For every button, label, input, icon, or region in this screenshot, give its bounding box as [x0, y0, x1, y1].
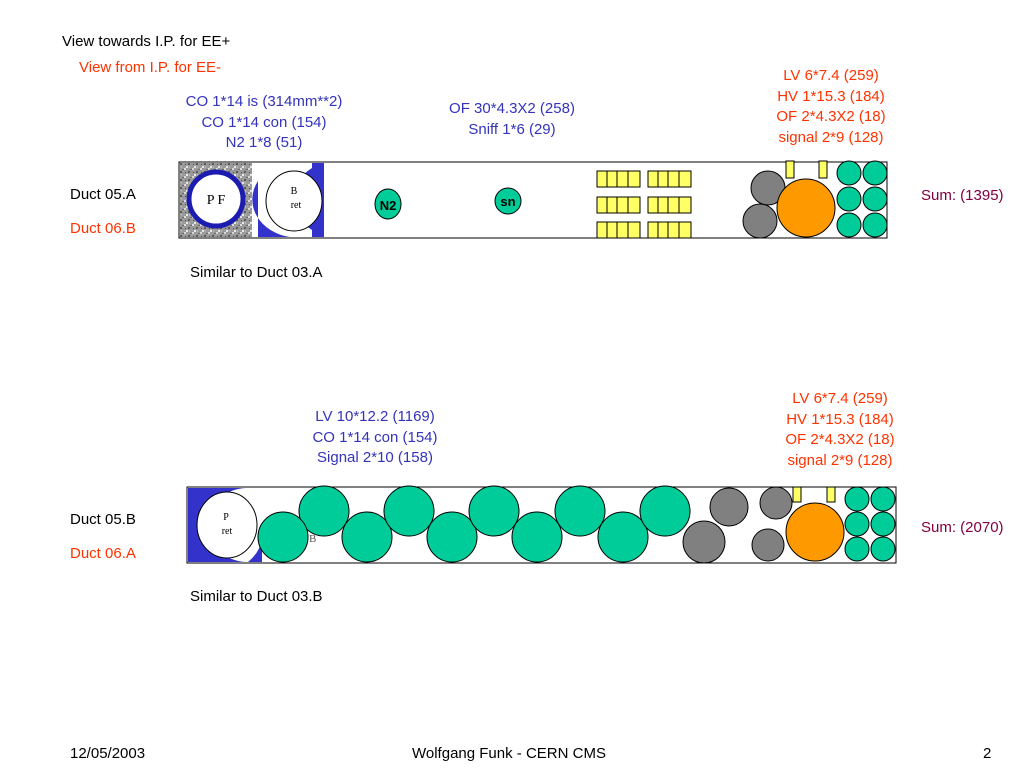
bottom-blue-line: LV 10*12.2 (1169): [315, 408, 435, 425]
pret-label-p: P: [223, 512, 229, 523]
signal-cable: [844, 536, 870, 562]
of-bundle: [596, 196, 641, 214]
pret-duct-fill-corner: [248, 540, 262, 562]
top-duct-label-1: Duct 05.A: [70, 186, 136, 203]
lv-cable: [383, 485, 435, 537]
hidden-b-label: B: [309, 533, 316, 545]
top-duct-label-2: Duct 06.B: [70, 220, 136, 237]
top-blue-line: CO 1*14 con (154): [201, 113, 327, 131]
bottom-blue-line: Signal 2*10 (158): [317, 449, 433, 466]
bottom-duct-label-1: Duct 05.B: [70, 511, 136, 528]
signal-cable: [844, 486, 870, 512]
lv-cable: [298, 485, 350, 537]
signal-cable: [862, 212, 888, 238]
bottom-red-line: HV 1*15.3 (184): [786, 410, 894, 428]
pf-pipe: [186, 169, 246, 229]
bottom-duct-label-2: Duct 06.A: [70, 545, 136, 562]
bottom-red-line: signal 2*9 (128): [787, 451, 893, 469]
of-small-yellow: [792, 486, 802, 503]
bret-pipe: [265, 170, 323, 232]
bret-label-b: B: [291, 186, 298, 197]
lv-cable: [341, 511, 393, 563]
lv-cable-orange: [776, 178, 836, 238]
top-sum: Sum: (1395): [921, 187, 1004, 204]
sniff-label: sn: [500, 194, 515, 209]
signal-cables-green: [836, 160, 888, 238]
co-cable-gray: [709, 487, 749, 527]
bret-duct-fill-left: [252, 181, 290, 237]
top-mid-annotation: OF 30*4.3X2 (258) Sniff 1*6 (29): [430, 99, 594, 140]
footer-author: Wolfgang Funk - CERN CMS: [412, 745, 606, 762]
pf-label: P F: [207, 193, 226, 208]
bret-label-ret: ret: [291, 200, 302, 211]
bottom-duct: P ret B: [186, 485, 897, 564]
bottom-red-line: LV 6*7.4 (259): [792, 390, 888, 407]
top-red-line: signal 2*9 (128): [778, 128, 884, 146]
hv-cable-gray: [759, 486, 793, 520]
of-bundle-dividers: [606, 171, 680, 238]
footer-date: 12/05/2003: [70, 745, 146, 762]
signal-cable: [836, 212, 862, 238]
co-cable-gray: [682, 520, 726, 564]
lv-cable: [639, 485, 691, 537]
signal-cable: [862, 160, 888, 186]
top-duct: P F B ret N2 sn: [178, 160, 888, 239]
top-blue-line: N2 1*8 (51): [225, 134, 303, 151]
pret-pipe: [196, 491, 258, 559]
bottom-red-line: OF 2*4.3X2 (18): [785, 431, 895, 448]
top-red-line: HV 1*15.3 (184): [777, 87, 885, 105]
bottom-similar-note: Similar to Duct 03.B: [190, 588, 323, 605]
of-bundle: [647, 170, 692, 188]
signal-cable: [870, 511, 896, 537]
sniff-cable: [494, 187, 522, 215]
signal-cable: [836, 160, 862, 186]
hv-cable-gray: [751, 528, 785, 562]
top-mid-line: OF 30*4.3X2 (258): [449, 100, 575, 117]
lv-cable: [468, 485, 520, 537]
bottom-red-annotation: LV 6*7.4 (259) HV 1*15.3 (184) OF 2*4.3X…: [767, 389, 913, 471]
bottom-sum: Sum: (2070): [921, 519, 1004, 536]
footer-page-number: 2: [983, 745, 992, 762]
of-bundle: [647, 196, 692, 214]
of-bundle: [647, 221, 692, 239]
header-view-towards: View towards I.P. for EE+: [62, 33, 231, 50]
of-fibre-bundles: [596, 170, 692, 239]
of-small-yellow: [826, 486, 836, 503]
pret-label-ret: ret: [222, 526, 233, 537]
lv-cable: [511, 511, 563, 563]
lv-cables-green: [257, 485, 691, 563]
signal-cable: [870, 486, 896, 512]
signal-cable: [862, 186, 888, 212]
top-red-line: OF 2*4.3X2 (18): [776, 108, 886, 125]
header-view-from: View from I.P. for EE-: [79, 59, 221, 76]
top-blue-annotation: CO 1*14 is (314mm**2) CO 1*14 con (154) …: [160, 92, 368, 154]
top-blue-line: CO 1*14 is (314mm**2): [185, 93, 343, 110]
n2-cable: [374, 188, 402, 220]
signal-cable: [844, 511, 870, 537]
lv-cable-orange: [785, 502, 845, 562]
n2-label: N2: [380, 198, 397, 213]
signal-cables-green: [844, 486, 896, 562]
top-red-annotation: LV 6*7.4 (259) HV 1*15.3 (184) OF 2*4.3X…: [758, 66, 904, 148]
lv-cable: [426, 511, 478, 563]
of-bundle: [596, 221, 641, 239]
bottom-blue-line: CO 1*14 con (154): [312, 428, 438, 446]
bottom-blue-annotation: LV 10*12.2 (1169) CO 1*14 con (154) Sign…: [290, 407, 460, 469]
signal-cable: [836, 186, 862, 212]
lv-cable: [257, 511, 309, 563]
top-red-line: LV 6*7.4 (259): [783, 67, 879, 84]
top-mid-line: Sniff 1*6 (29): [468, 120, 556, 138]
of-small-yellow: [818, 160, 828, 179]
of-small-yellow: [785, 160, 795, 179]
top-similar-note: Similar to Duct 03.A: [190, 264, 323, 281]
signal-cable: [870, 536, 896, 562]
hv-cable-gray: [742, 203, 778, 239]
of-bundle: [596, 170, 641, 188]
lv-cable: [554, 485, 606, 537]
lv-cable: [597, 511, 649, 563]
